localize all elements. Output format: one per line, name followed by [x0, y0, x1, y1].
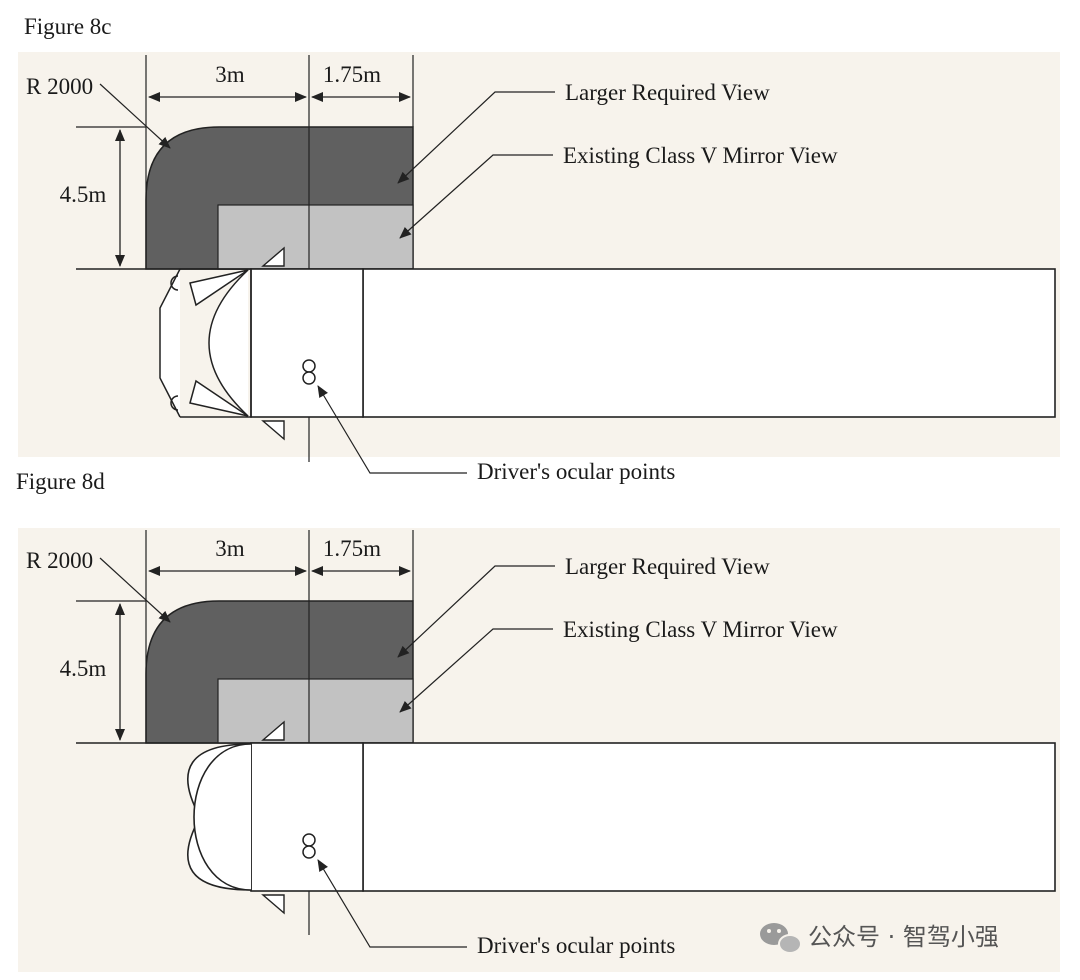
dimension-height-4.5m: 4.5m — [60, 129, 125, 267]
trailer-body — [362, 742, 1056, 892]
svg-text:1.75m: 1.75m — [323, 62, 381, 87]
figure-title: Figure 8c — [24, 14, 112, 39]
figure-8c: Figure 8c 3m 1.75m 4.5m R 2000 Larger Re… — [18, 14, 1060, 484]
ocular-points-label: Driver's ocular points — [477, 459, 675, 484]
class-v-mirror-view-area — [217, 678, 414, 744]
ocular-points-label: Driver's ocular points — [477, 933, 675, 958]
watermark-text: 公众号 · 智驾小强 — [808, 923, 999, 951]
driver-ocular-points — [302, 833, 316, 859]
radius-label: R 2000 — [26, 74, 93, 99]
dimension-width-3m: 3m — [148, 62, 307, 102]
figure-title: Figure 8d — [16, 469, 105, 494]
trailer-body — [362, 268, 1056, 418]
svg-text:4.5m: 4.5m — [60, 182, 107, 207]
dimension-width-1.75m: 1.75m — [311, 536, 411, 576]
mirror-icon — [261, 720, 285, 741]
mirror-icon — [261, 420, 285, 441]
wechat-icon — [760, 923, 802, 954]
cab-body — [250, 268, 364, 418]
watermark: 公众号 · 智驾小强 — [760, 923, 999, 954]
svg-text:3m: 3m — [215, 536, 245, 561]
cab-body — [250, 742, 364, 892]
legend-existing-class-v-view: Existing Class V Mirror View — [563, 617, 838, 642]
svg-text:1.75m: 1.75m — [323, 536, 381, 561]
legend-existing-class-v-view: Existing Class V Mirror View — [563, 143, 838, 168]
figure-8d: Figure 8d 3m 1.75m 4.5m R 2000 Larger Re… — [16, 469, 1060, 972]
dimension-height-4.5m: 4.5m — [60, 603, 125, 741]
dimension-width-3m: 3m — [148, 536, 307, 576]
mirror-icon — [261, 894, 285, 915]
dimension-width-1.75m: 1.75m — [311, 62, 411, 102]
driver-ocular-points — [302, 359, 316, 385]
svg-text:4.5m: 4.5m — [60, 656, 107, 681]
class-v-mirror-view-area — [217, 204, 414, 270]
mirror-icon — [261, 246, 285, 267]
radius-label: R 2000 — [26, 548, 93, 573]
truck-hood — [159, 268, 252, 418]
svg-text:3m: 3m — [215, 62, 245, 87]
legend-larger-required-view: Larger Required View — [565, 80, 770, 105]
legend-larger-required-view: Larger Required View — [565, 554, 770, 579]
